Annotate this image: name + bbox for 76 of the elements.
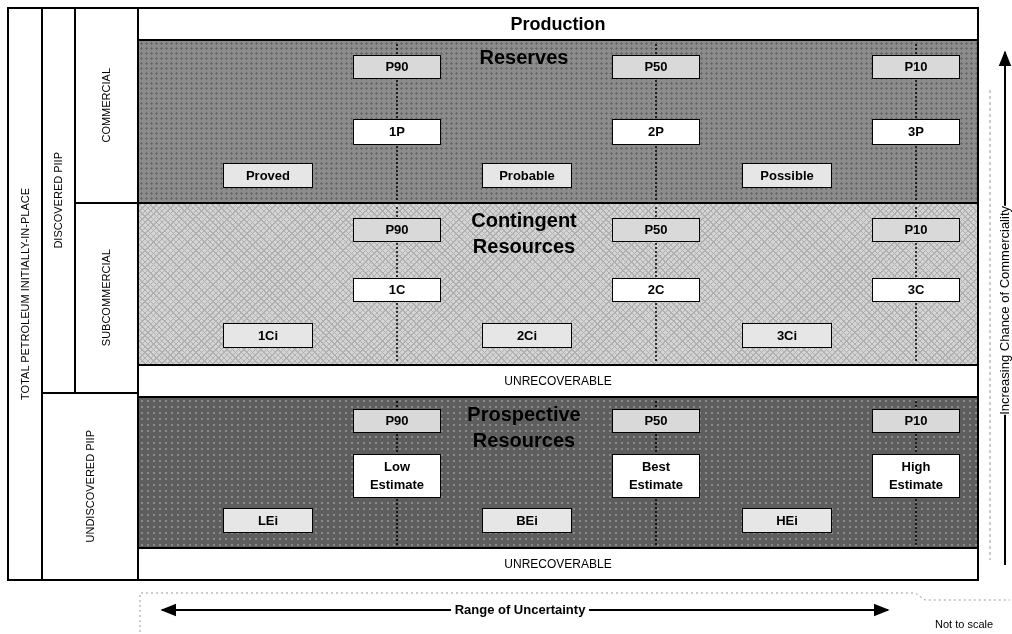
increment-box [482,508,572,533]
band-title: Contingent Resources [470,208,578,259]
band-title: UNRECOVERABLE [504,556,612,573]
box-label: 3P [908,123,924,141]
box-label: 3Ci [776,326,798,345]
probability-box [353,55,441,79]
increment-box [742,508,832,533]
box-label: P10 [904,412,928,430]
increment-box [742,323,832,348]
band-label: DISCOVERED PIIP [53,152,64,249]
probability-box [872,409,960,433]
category-band [42,393,138,580]
band-label: UNDISCOVERED PIIP [84,430,96,543]
band-label: COMMERCIAL [101,68,112,143]
box-label: High Estimate [887,458,945,494]
box-label: 3C [907,281,925,299]
box-label: P90 [385,221,409,239]
box-label: 1Ci [257,326,279,345]
box-label: P10 [904,221,928,239]
production-band [138,8,978,40]
probability-box [353,409,441,433]
probability-box [872,55,960,79]
band-title: Reserves [478,45,570,70]
box-label: Low Estimate [368,458,426,494]
increment-box [223,323,313,348]
box-label: P90 [385,58,409,76]
box-label: P50 [644,58,668,76]
note: Not to scale [935,617,994,631]
contingent-band [138,203,978,365]
estimate-box [872,119,960,145]
band-title: UNRECOVERABLE [504,373,612,390]
estimate-box [872,454,960,498]
box-label: 2C [647,281,665,299]
reserves-band [138,40,978,203]
estimate-box [612,454,700,498]
unrecoverable-band [138,365,978,397]
probability-box [612,55,700,79]
probability-box [353,218,441,242]
box-label: 2Ci [516,326,538,345]
increment-box [482,323,572,348]
box-label: BEi [516,511,538,530]
increment-box [742,163,832,188]
box-label: 2P [648,123,664,141]
band-title: Prospective Resources [466,402,582,453]
box-label: HEi [776,511,798,530]
category-band [75,8,138,203]
probability-box [612,409,700,433]
probability-box [872,218,960,242]
box-label: Probable [499,166,555,185]
unrecoverable-band [138,548,978,580]
probability-box [612,218,700,242]
band-label: TOTAL PETROLEUM INITIALLY-IN-PLACE [19,188,31,400]
box-label: Possible [760,166,814,185]
box-label: P50 [644,412,668,430]
prospective-band [138,397,978,548]
increment-box [223,508,313,533]
estimate-box [612,119,700,145]
band-label: SUBCOMMERCIAL [101,249,112,347]
estimate-box [353,119,441,145]
box-label: 1C [388,281,406,299]
box-label: LEi [257,511,279,530]
box-label: Proved [245,166,291,185]
estimate-box [353,454,441,498]
box-label: P50 [644,221,668,239]
box-label: 1P [389,123,405,141]
category-band [42,8,75,393]
box-label: P10 [904,58,928,76]
estimate-box [353,278,441,302]
category-band [75,203,138,393]
increment-box [482,163,572,188]
estimate-box [872,278,960,302]
increment-box [223,163,313,188]
box-label: Best Estimate [627,458,685,494]
band-title: Production [510,12,606,36]
estimate-box [612,278,700,302]
box-label: P90 [385,412,409,430]
